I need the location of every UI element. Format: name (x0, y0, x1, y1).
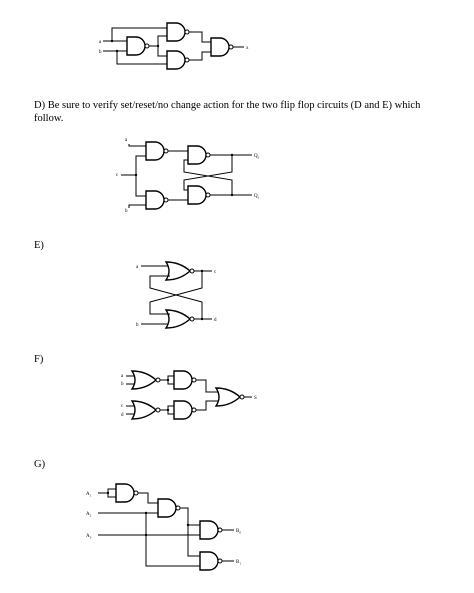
problem-d-line2: follow. (34, 113, 64, 124)
output-d-label: d (214, 318, 217, 323)
output-b0-label: B0 (236, 529, 241, 535)
nand-gate (126, 36, 150, 56)
output-q2-label: Q2 (254, 154, 260, 160)
nor-gate (165, 309, 195, 329)
circuit-e: a b c d (136, 261, 217, 329)
input-a1-label: A1 (86, 492, 92, 498)
problem-d-line1: D) Be sure to verify set/reset/no change… (34, 100, 421, 111)
nand-gate (187, 145, 211, 165)
nand-gate (187, 185, 211, 205)
nand-gate (115, 483, 139, 503)
nand-gate (157, 498, 181, 518)
nor-gate (131, 400, 161, 420)
section-label-g: G) (34, 459, 46, 470)
input-d-label: d (121, 413, 124, 418)
input-b-label: b (125, 209, 128, 214)
nand-gate (166, 22, 190, 42)
input-a-label: a (121, 374, 124, 379)
nand-gate (210, 37, 234, 57)
output-b1-label: B1 (236, 560, 241, 566)
section-label-e: E) (34, 240, 44, 251)
nor-gate (165, 261, 195, 281)
input-a3-label: A3 (86, 534, 92, 540)
circuit-d: a c b Q2 Q1 (116, 138, 260, 214)
nand-gate (199, 551, 223, 571)
input-b-label: b (99, 50, 102, 55)
input-a2-label: A2 (86, 512, 92, 518)
input-b-label: b (136, 323, 139, 328)
nand-gate (199, 520, 223, 540)
input-a-label: a (99, 40, 102, 45)
nand-gate (166, 50, 190, 70)
nand-gate (145, 190, 169, 210)
input-a-label: a (125, 138, 128, 143)
output-q1-label: Q1 (254, 194, 260, 200)
or-gate (215, 387, 245, 407)
circuit-top: a b x (99, 22, 249, 70)
section-label-f: F) (34, 354, 44, 365)
output-x-label: x (246, 46, 249, 51)
input-b-label: b (121, 382, 124, 387)
output-s-label: S (254, 396, 257, 401)
circuit-f: a b c d S (121, 370, 257, 420)
input-c-label: c (121, 404, 124, 409)
circuit-g: A1 A2 A3 B0 B (86, 483, 241, 571)
output-c-label: c (214, 270, 217, 275)
input-a-label: a (136, 265, 139, 270)
nand-gate (173, 370, 197, 390)
input-c-label: c (116, 173, 119, 178)
nor-gate (131, 370, 161, 390)
nand-gate (145, 141, 169, 161)
nand-gate (173, 400, 197, 420)
